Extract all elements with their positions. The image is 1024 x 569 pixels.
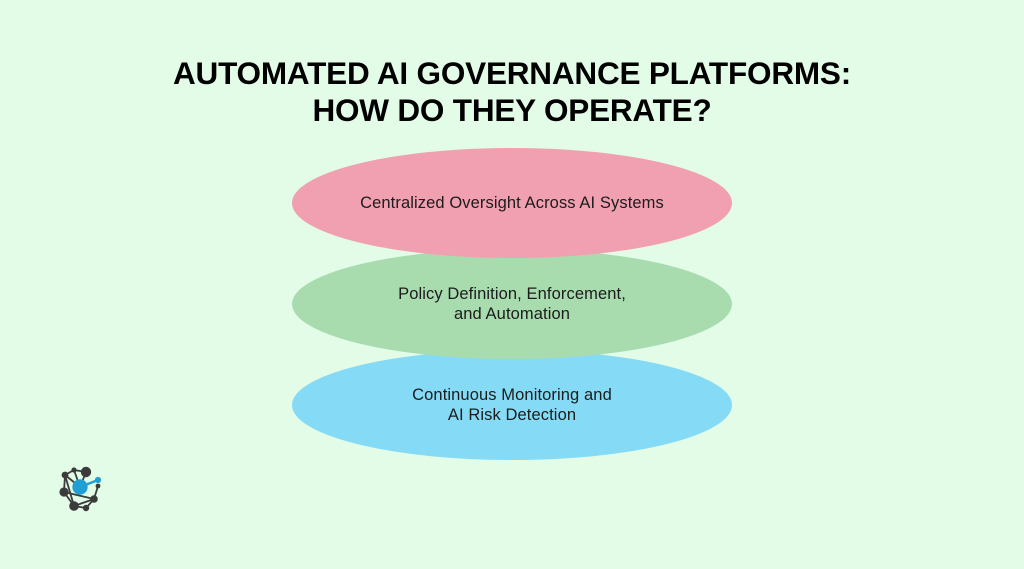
diagram-ellipse-label-3: Continuous Monitoring and AI Risk Detect… <box>412 385 612 424</box>
diagram-ellipse-policy-definition: Policy Definition, Enforcement, and Auto… <box>292 249 732 359</box>
stacked-ellipse-diagram: Continuous Monitoring and AI Risk Detect… <box>292 148 732 460</box>
diagram-ellipse-label-1: Centralized Oversight Across AI Systems <box>360 193 664 212</box>
page-title: AUTOMATED AI GOVERNANCE PLATFORMS: HOW D… <box>0 55 1024 129</box>
page-title-line-2: HOW DO THEY OPERATE? <box>312 91 712 128</box>
diagram-ellipse-label-2: Policy Definition, Enforcement, and Auto… <box>398 284 626 323</box>
diagram-ellipse-continuous-monitoring: Continuous Monitoring and AI Risk Detect… <box>292 350 732 460</box>
network-nodes-logo-icon <box>52 461 110 519</box>
page-title-line-1: AUTOMATED AI GOVERNANCE PLATFORMS: <box>172 55 852 91</box>
diagram-ellipse-centralized-oversight: Centralized Oversight Across AI Systems <box>292 148 732 258</box>
